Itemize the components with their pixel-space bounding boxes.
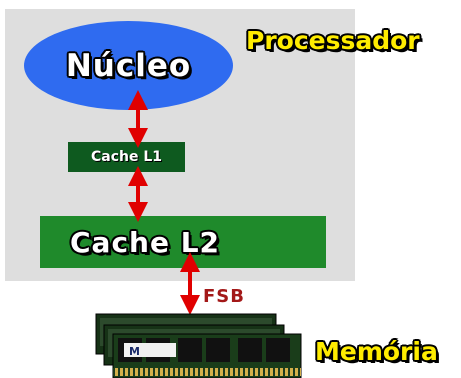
ram-chip-mark: M [129,345,140,358]
memory-label: Memória [315,337,438,366]
ram-module-front: M [112,333,302,378]
ram-label-sticker [124,343,176,357]
cache-l1-label: Cache L1 [90,149,163,165]
fsb-label: FSB [203,286,245,307]
cache-l1-box: Cache L1 [68,142,185,172]
core-label: Núcleo [65,47,192,84]
core-ellipse: Núcleo [24,21,233,110]
processor-label: Processador [246,26,420,55]
